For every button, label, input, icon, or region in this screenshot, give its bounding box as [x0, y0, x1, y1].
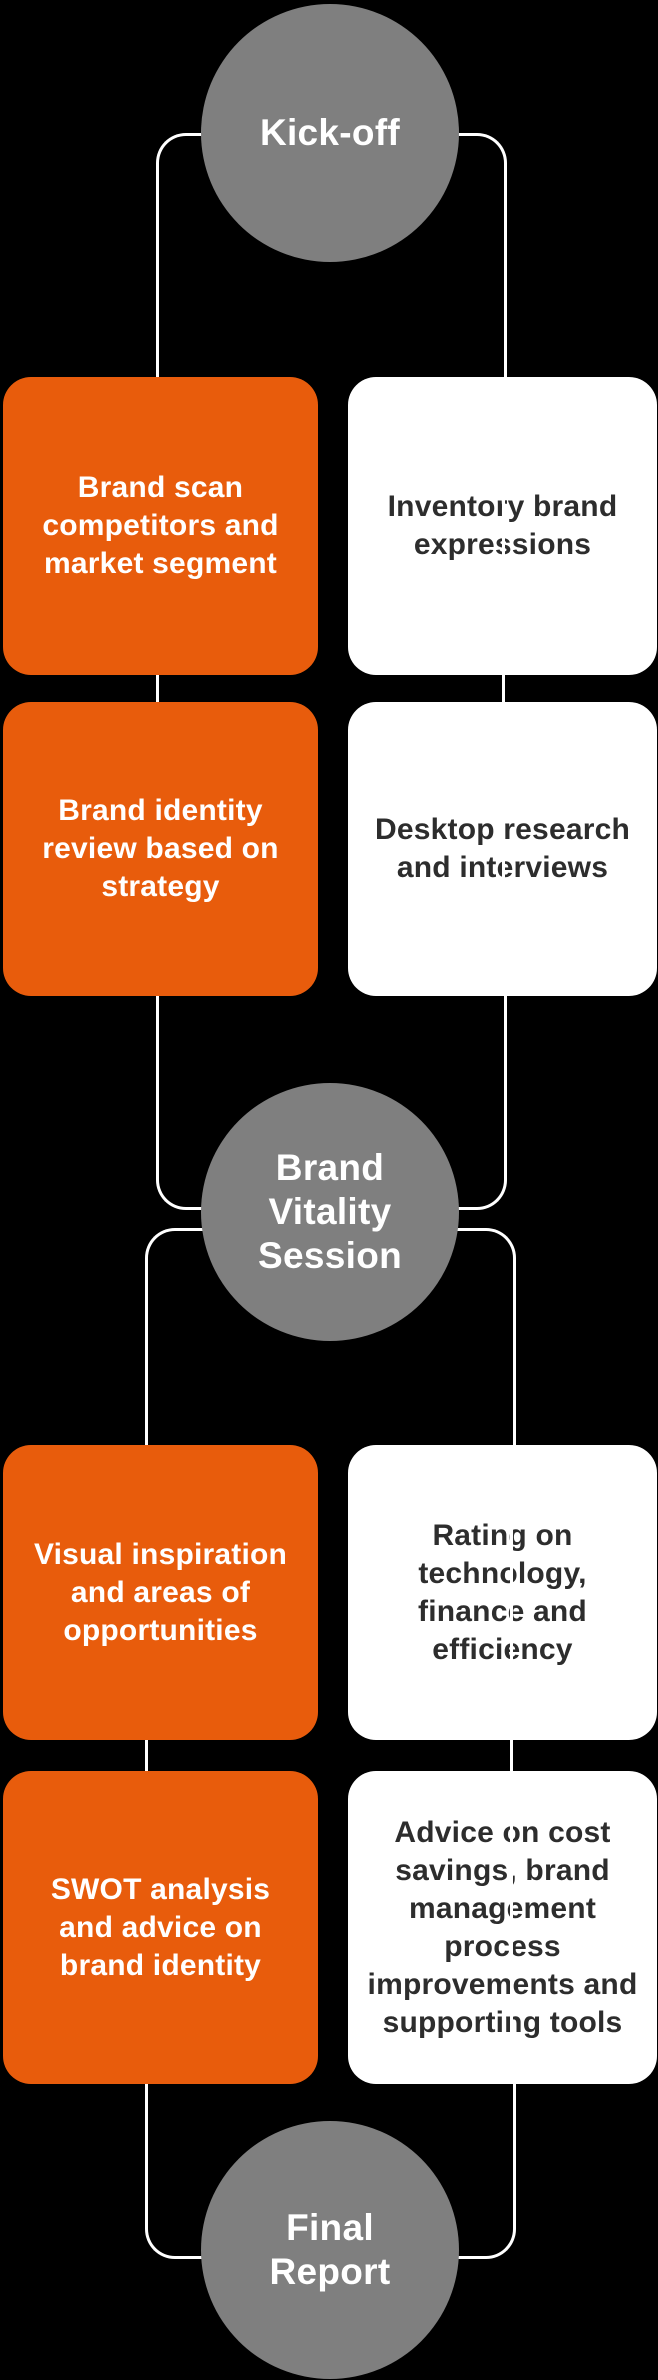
step-label: Rating on technology, finance and effici… — [418, 1518, 587, 1666]
step-box-swot-analysis: SWOT analysis and advice on brand identi… — [3, 1771, 318, 2084]
step-label: Brand identity review based on strategy — [42, 794, 279, 903]
milestone-brand-vitality-session: Brand Vitality Session — [201, 1083, 459, 1341]
milestone-label: Kick-off — [259, 112, 401, 153]
step-label: Visual inspiration and areas of opportun… — [33, 1537, 288, 1647]
milestone-label: Brand Vitality Session — [258, 1147, 402, 1276]
connector-left-row1-row2 — [156, 675, 159, 702]
step-box-visual-inspiration: Visual inspiration and areas of opportun… — [3, 1445, 318, 1740]
connector-right-upper-overlay — [502, 377, 505, 996]
step-label: Desktop research and interviews — [375, 813, 630, 884]
step-box-brand-identity-review: Brand identity review based on strategy — [3, 702, 318, 996]
step-box-rating-technology-finance: Rating on technology, finance and effici… — [348, 1445, 657, 1740]
step-label: SWOT analysis and advice on brand identi… — [50, 1872, 271, 1982]
connector-right-lower-overlay — [510, 1445, 513, 2084]
step-label: Inventory brand expressions — [387, 490, 618, 561]
connector-left-row3-row4 — [145, 1740, 148, 1771]
step-box-advice-cost-savings: Advice on cost savings, brand management… — [348, 1771, 657, 2084]
step-label: Advice on cost savings, brand management… — [367, 1815, 638, 2039]
step-label: Brand scan competitors and market segmen… — [42, 471, 279, 580]
milestone-label: Final Report — [269, 2207, 391, 2292]
milestone-kickoff: Kick-off — [201, 4, 459, 262]
milestone-final-report: Final Report — [201, 2121, 459, 2379]
step-box-brand-scan: Brand scan competitors and market segmen… — [3, 377, 318, 675]
